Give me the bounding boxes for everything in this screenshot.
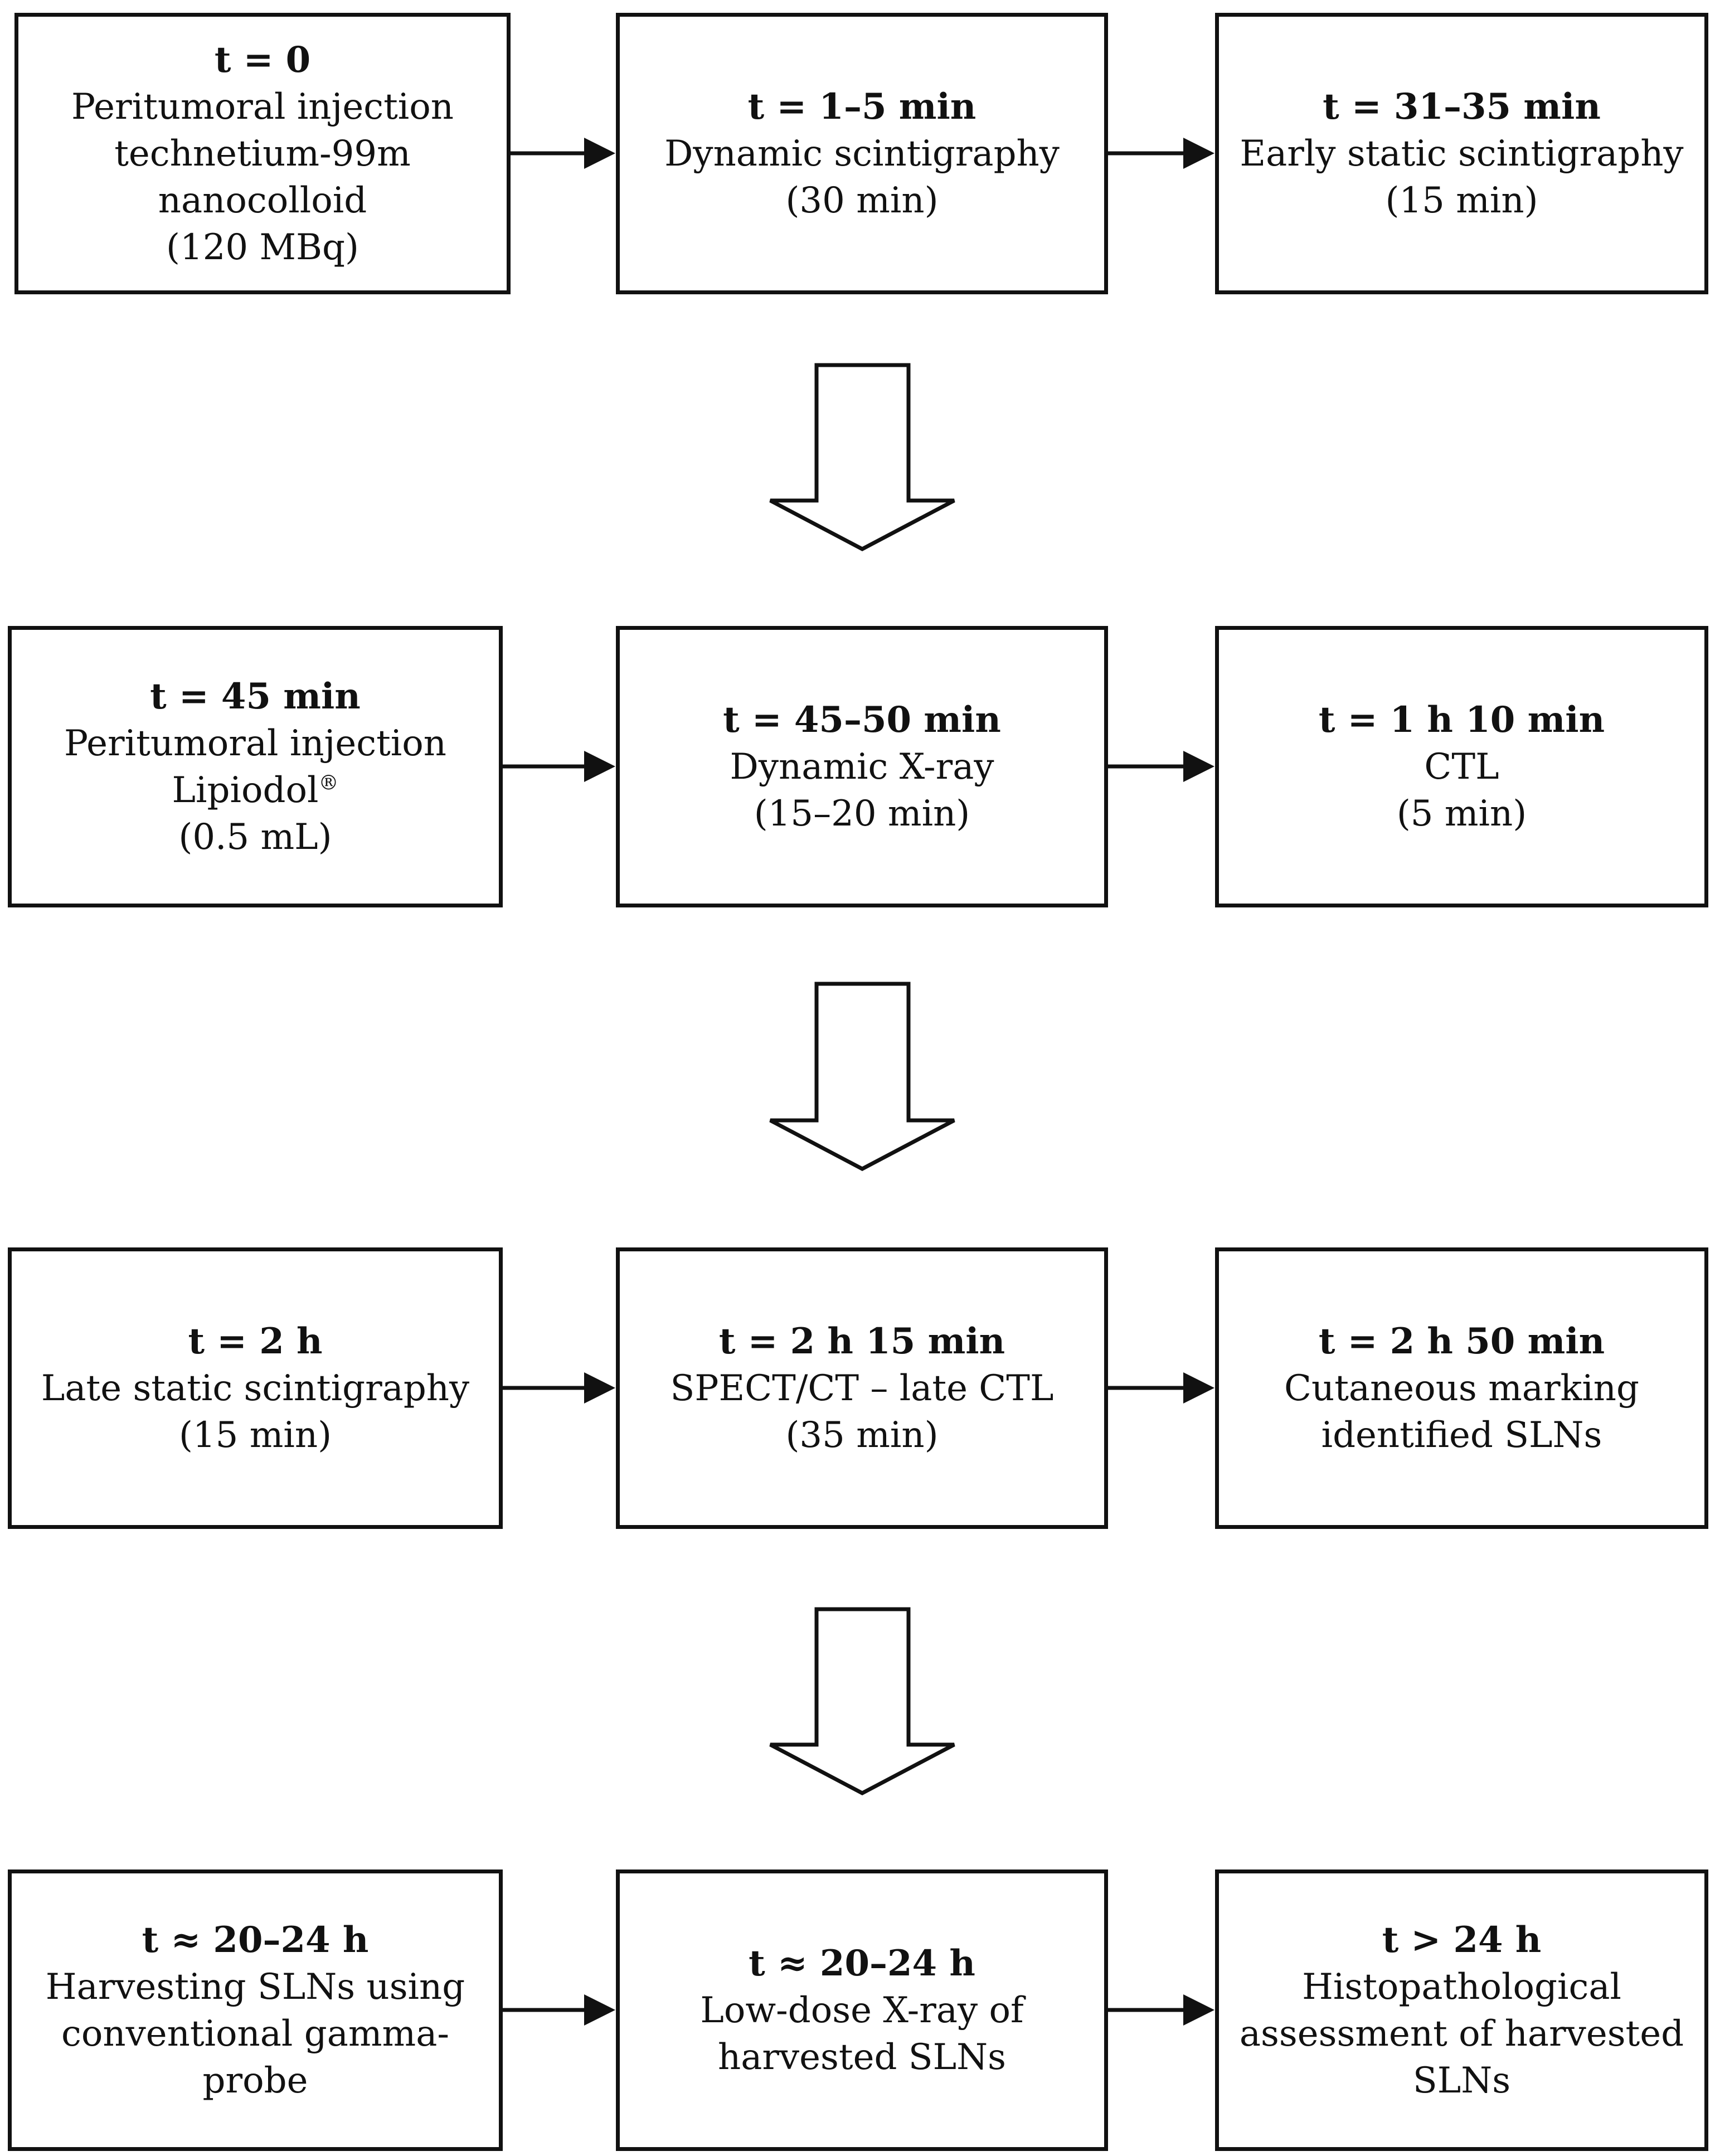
step-cutaneous-marking: t = 2 h 50 min Cutaneous marking identif… bbox=[1215, 1247, 1708, 1529]
step-text-line: SPECT/CT – late CTL bbox=[670, 1367, 1054, 1409]
step-text-line: Lipiodol® bbox=[172, 767, 339, 814]
step-text-line: conventional gamma- bbox=[61, 2013, 450, 2055]
step-text-line: (0.5 mL) bbox=[178, 816, 332, 858]
down-arrow-1 bbox=[769, 363, 955, 551]
step-text-line: Peritumoral injection bbox=[71, 86, 454, 128]
step-harvesting-slns: t ≈ 20–24 h Harvesting SLNs using conven… bbox=[8, 1869, 503, 2151]
step-ctl: t = 1 h 10 min CTL (5 min) bbox=[1215, 626, 1708, 907]
step-time: t = 2 h 15 min bbox=[718, 1320, 1005, 1362]
step-histopathological-assessment: t > 24 h Histopathological assessment of… bbox=[1215, 1869, 1708, 2151]
step-text-line: (15 min) bbox=[1385, 179, 1538, 221]
lipiodol-label: Lipiodol bbox=[172, 769, 319, 811]
step-text-line: (30 min) bbox=[785, 179, 939, 221]
step-dynamic-scintigraphy: t = 1–5 min Dynamic scintigraphy (30 min… bbox=[616, 13, 1108, 294]
step-text-line: assessment of harvested bbox=[1239, 2013, 1684, 2055]
step-time: t ≈ 20–24 h bbox=[142, 1919, 369, 1961]
step-time: t = 2 h 50 min bbox=[1318, 1320, 1605, 1362]
step-time: t > 24 h bbox=[1382, 1919, 1542, 1961]
step-injection-technetium: t = 0 Peritumoral injection technetium-9… bbox=[14, 13, 511, 294]
step-text-line: Peritumoral injection bbox=[64, 722, 447, 764]
down-arrow-3 bbox=[769, 1607, 955, 1795]
step-text-line: technetium-99m bbox=[114, 133, 411, 174]
registered-mark: ® bbox=[318, 771, 339, 795]
step-text-line: (15–20 min) bbox=[754, 793, 970, 834]
step-text-line: Dynamic X-ray bbox=[730, 746, 994, 788]
step-time: t = 45–50 min bbox=[723, 698, 1001, 741]
step-text-line: Histopathological bbox=[1302, 1966, 1621, 2008]
step-time: t = 31–35 min bbox=[1323, 85, 1601, 128]
step-text-line: Late static scintigraphy bbox=[41, 1367, 470, 1409]
step-text-line: SLNs bbox=[1412, 2060, 1511, 2101]
step-time: t = 45 min bbox=[150, 675, 361, 717]
step-late-static-scintigraphy: t = 2 h Late static scintigraphy (15 min… bbox=[8, 1247, 503, 1529]
step-text-line: (5 min) bbox=[1396, 793, 1527, 834]
step-time: t = 0 bbox=[214, 38, 311, 81]
step-text-line: Dynamic scintigraphy bbox=[664, 133, 1060, 174]
step-time: t ≈ 20–24 h bbox=[749, 1942, 975, 1984]
down-arrow-2 bbox=[769, 982, 955, 1171]
step-text-line: (35 min) bbox=[785, 1414, 939, 1456]
step-text-line: Cutaneous marking bbox=[1284, 1367, 1639, 1409]
step-spect-ct: t = 2 h 15 min SPECT/CT – late CTL (35 m… bbox=[616, 1247, 1108, 1529]
step-text-line: Harvesting SLNs using bbox=[45, 1966, 465, 2008]
step-text-line: CTL bbox=[1424, 746, 1499, 788]
step-text-line: Early static scintigraphy bbox=[1240, 133, 1684, 174]
step-text-line: identified SLNs bbox=[1321, 1414, 1602, 1456]
step-text-line: Low-dose X-ray of bbox=[700, 1989, 1024, 2031]
step-text-line: nanocolloid bbox=[158, 179, 367, 221]
step-time: t = 1 h 10 min bbox=[1318, 698, 1605, 741]
step-text-line: (15 min) bbox=[178, 1414, 332, 1456]
step-dynamic-xray: t = 45–50 min Dynamic X-ray (15–20 min) bbox=[616, 626, 1108, 907]
step-text-line: (120 MBq) bbox=[166, 226, 359, 268]
step-text-line: probe bbox=[202, 2060, 308, 2101]
step-injection-lipiodol: t = 45 min Peritumoral injection Lipiodo… bbox=[8, 626, 503, 907]
step-time: t = 1–5 min bbox=[747, 85, 976, 128]
step-text-line: harvested SLNs bbox=[718, 2036, 1006, 2078]
step-time: t = 2 h bbox=[188, 1320, 323, 1362]
step-low-dose-xray: t ≈ 20–24 h Low-dose X-ray of harvested … bbox=[616, 1869, 1108, 2151]
step-early-static-scintigraphy: t = 31–35 min Early static scintigraphy … bbox=[1215, 13, 1708, 294]
